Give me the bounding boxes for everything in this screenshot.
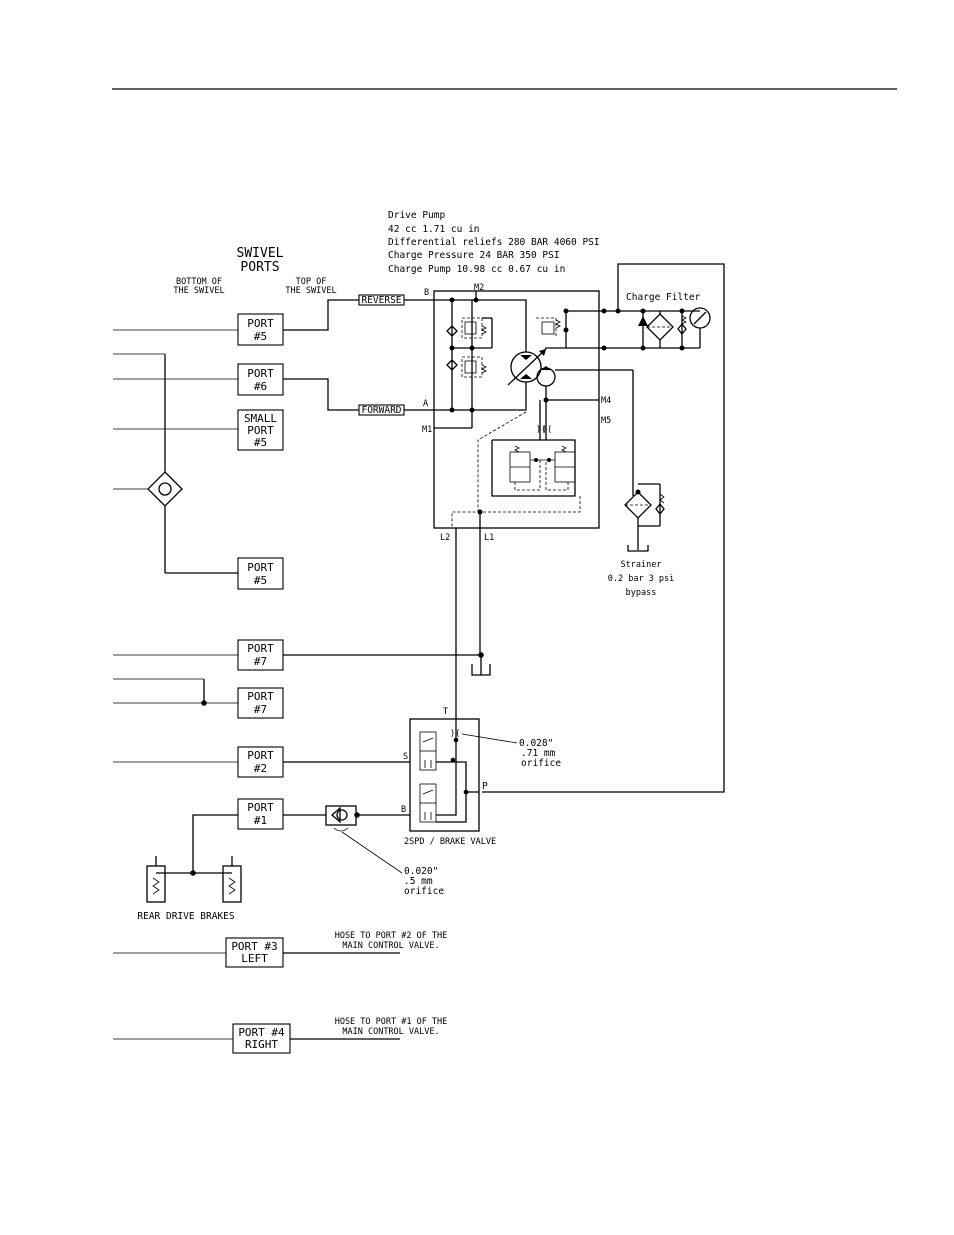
pump-spec-line: Charge Pump 10.98 cc 0.67 cu in xyxy=(388,264,565,275)
pump-port-M5: M5 xyxy=(601,416,611,426)
strainer-group: Strainer 0.2 bar 3 psi bypass xyxy=(608,483,675,598)
pump-port-M2: M2 xyxy=(474,283,484,293)
swivel-top-label: THE SWIVEL xyxy=(285,286,336,296)
pump-spec-line: 42 cc 1.71 cu in xyxy=(388,224,480,235)
port-label: PORT xyxy=(247,690,274,703)
port-label: #1 xyxy=(254,814,267,827)
port-label: PORT xyxy=(247,642,274,655)
brake-valve-assembly: T S B P 2SPD / BRAKE VALVE )( xyxy=(401,707,496,847)
drive-pump-assembly: B A M1 M2 M4 M5 L2 L1 xyxy=(422,283,634,725)
top-swivel-lines xyxy=(283,299,481,1040)
svg-text:)(: )( xyxy=(536,425,546,435)
reverse-tag: REVERSE xyxy=(358,294,405,306)
charge-filter-group: Charge Filter xyxy=(482,263,725,793)
hose-note-left: HOSE TO PORT #2 OF THE xyxy=(335,931,448,941)
strainer-label: Strainer xyxy=(621,560,662,570)
strainer-label: 0.2 bar 3 psi xyxy=(608,574,675,584)
orifice-label: orifice xyxy=(521,758,561,769)
hose-note-left: MAIN CONTROL VALVE. xyxy=(342,941,439,951)
hose-notes: HOSE TO PORT #2 OF THE MAIN CONTROL VALV… xyxy=(335,931,448,1037)
orifice-label: 0.028" xyxy=(519,738,553,749)
forward-tag: FORWARD xyxy=(358,404,405,416)
svg-text:)(: )( xyxy=(450,729,460,739)
port-box-3-left: PORT #3 LEFT xyxy=(225,937,284,968)
port-box-2: PORT #2 xyxy=(237,746,284,778)
port-label: RIGHT xyxy=(245,1038,278,1051)
port-box-5b: PORT #5 xyxy=(237,557,284,590)
port-label: #5 xyxy=(254,330,267,343)
rear-brakes-label: REAR DRIVE BRAKES xyxy=(137,911,235,922)
port-label: PORT xyxy=(247,749,274,762)
pump-spec-line: Charge Pressure 24 BAR 350 PSI xyxy=(388,250,560,261)
brake-valve-P: P xyxy=(482,781,488,792)
strainer-label: bypass xyxy=(626,588,657,598)
orifice-028-note: 0.028" .71 mm orifice xyxy=(461,733,561,769)
port-box-4-right: PORT #4 RIGHT xyxy=(232,1023,291,1054)
orifice-label: orifice xyxy=(404,886,444,897)
charge-filter-label: Charge Filter xyxy=(626,292,701,303)
forward-label: FORWARD xyxy=(361,405,401,416)
port-label: #7 xyxy=(254,655,267,668)
rear-drive-brakes: REAR DRIVE BRAKES xyxy=(137,814,242,922)
port-label: PORT xyxy=(247,317,274,330)
port-label: PORT #3 xyxy=(231,940,277,953)
brake-valve-S: S xyxy=(403,752,408,762)
port-label: PORT xyxy=(247,801,274,814)
pump-port-M1: M1 xyxy=(422,425,432,435)
brake-check-valve: 0.020" .5 mm orifice xyxy=(325,805,444,897)
port-label: #5 xyxy=(254,436,267,449)
port-label: SMALL xyxy=(244,412,277,425)
swivel-top-label: TOP OF xyxy=(296,277,327,287)
port-box-1: PORT #1 xyxy=(237,798,284,830)
reverse-label: REVERSE xyxy=(361,295,401,306)
orifice-label: .71 mm xyxy=(521,748,556,759)
port-label: PORT xyxy=(247,561,274,574)
bottom-swivel-lines xyxy=(113,329,238,1040)
swivel-bottom-label: THE SWIVEL xyxy=(173,286,224,296)
port-label: LEFT xyxy=(241,952,268,965)
pump-spec-block: Drive Pump 42 cc 1.71 cu in Differential… xyxy=(388,210,600,275)
port-box-5a: PORT #5 xyxy=(237,313,284,346)
pump-port-B: B xyxy=(424,288,429,298)
port-box-7b: PORT #7 xyxy=(237,687,284,719)
orifice-label: .5 mm xyxy=(404,876,433,887)
tank-symbol xyxy=(471,652,491,676)
port-label: #2 xyxy=(254,762,267,775)
port-label: #6 xyxy=(254,380,267,393)
hose-note-right: HOSE TO PORT #1 OF THE xyxy=(335,1017,448,1027)
shuttle-valve xyxy=(147,354,238,574)
port-label: PORT xyxy=(247,424,274,437)
port-box-7a: PORT #7 xyxy=(237,639,284,671)
pump-port-A: A xyxy=(423,399,428,409)
hose-note-right: MAIN CONTROL VALVE. xyxy=(342,1027,439,1037)
swivel-heading: SWIVEL PORTS BOTTOM OF THE SWIVEL TOP OF… xyxy=(173,246,336,296)
pump-port-L2: L2 xyxy=(440,533,450,543)
svg-text:)(: )( xyxy=(542,425,552,435)
swivel-title: PORTS xyxy=(240,260,279,275)
port-label: PORT #4 xyxy=(238,1026,285,1039)
swivel-bottom-label: BOTTOM OF xyxy=(176,277,222,287)
port-label: #7 xyxy=(254,703,267,716)
brake-valve-label: 2SPD / BRAKE VALVE xyxy=(404,837,496,847)
pump-port-L1: L1 xyxy=(484,533,494,543)
pump-spec-line: Differential reliefs 280 BAR 4060 PSI xyxy=(388,237,600,248)
orifice-label: 0.020" xyxy=(404,866,438,877)
port7-junction xyxy=(201,679,207,706)
pump-port-M4: M4 xyxy=(601,396,611,406)
port-box-6: PORT #6 xyxy=(237,363,284,396)
port-label: #5 xyxy=(254,574,267,587)
swivel-title: SWIVEL xyxy=(237,246,284,261)
port-label: PORT xyxy=(247,367,274,380)
pump-spec-line: Drive Pump xyxy=(388,210,445,221)
port-box-small-5: SMALL PORT #5 xyxy=(237,409,284,451)
brake-valve-B: B xyxy=(401,805,406,815)
charge-pump-symbol xyxy=(536,367,556,387)
brake-valve-T: T xyxy=(443,707,448,717)
